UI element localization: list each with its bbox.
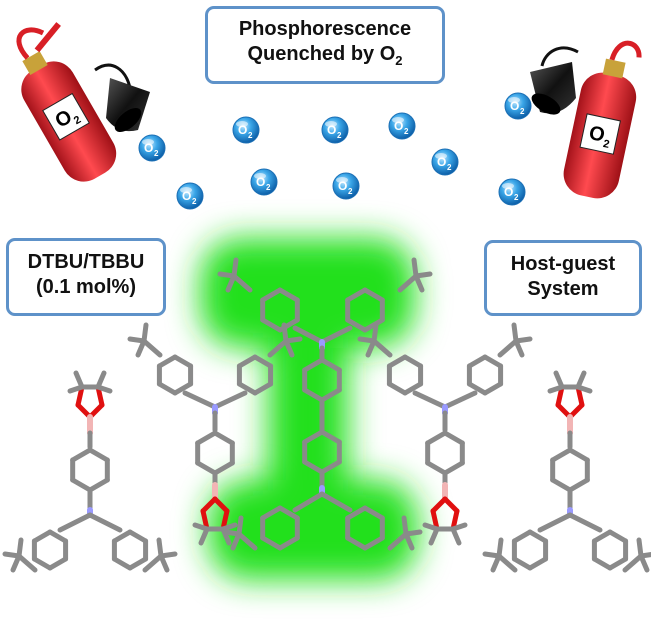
fire-extinguisher-icon: O 2: [16, 22, 150, 182]
title-box: Phosphorescence Quenched by O2: [205, 6, 445, 84]
svg-text:O: O: [182, 189, 191, 203]
dtbu-line1: DTBU/TBBU: [27, 251, 145, 273]
svg-text:2: 2: [514, 193, 519, 202]
svg-text:O: O: [327, 123, 336, 137]
svg-text:O: O: [256, 175, 265, 189]
svg-text:O: O: [144, 141, 153, 155]
title-line2: Quenched by O2: [247, 43, 403, 68]
extinguisher-o2-label: O: [587, 122, 607, 147]
svg-text:O: O: [394, 119, 403, 133]
svg-text:2: 2: [520, 107, 525, 116]
svg-text:2: 2: [602, 138, 610, 151]
svg-text:2: 2: [348, 187, 353, 196]
svg-text:2: 2: [248, 131, 253, 140]
svg-text:O: O: [510, 99, 519, 113]
phosphorescence-glow-icon: [200, 238, 418, 580]
title-line1: Phosphorescence: [238, 18, 412, 40]
svg-text:2: 2: [337, 131, 342, 140]
dtbu-line2: (0.1 mol%): [35, 276, 137, 298]
dtbu-tbbu-label-box: DTBU/TBBU (0.1 mol%): [6, 238, 166, 316]
svg-text:2: 2: [72, 114, 83, 127]
host-line2: System: [527, 278, 599, 300]
molecule-structures: [2, 257, 651, 573]
host-line1: Host-guest: [510, 253, 616, 275]
svg-text:2: 2: [154, 149, 159, 158]
fire-extinguisher-icon: O 2: [530, 40, 642, 199]
svg-text:2: 2: [192, 197, 197, 206]
svg-text:O: O: [238, 123, 247, 137]
svg-text:2: 2: [266, 183, 271, 192]
svg-text:O: O: [504, 185, 513, 199]
svg-text:O: O: [338, 179, 347, 193]
svg-text:O: O: [437, 155, 446, 169]
svg-text:2: 2: [404, 127, 409, 136]
svg-text:2: 2: [447, 163, 452, 172]
host-guest-label-box: Host-guest System: [484, 240, 642, 316]
